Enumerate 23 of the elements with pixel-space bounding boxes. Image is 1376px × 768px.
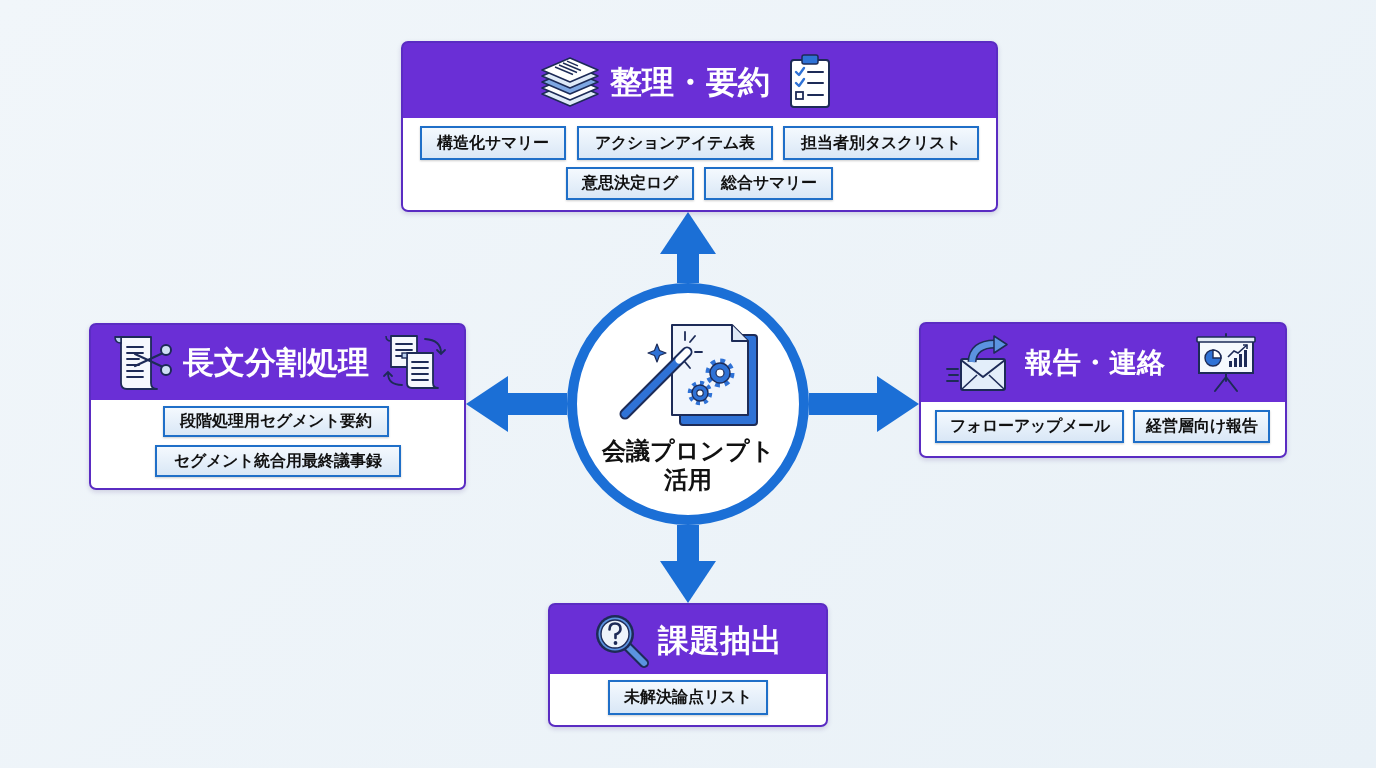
panel-heading: 整理・要約	[610, 66, 770, 98]
item-chip: 構造化サマリー	[420, 126, 566, 160]
item-chip: 意思決定ログ	[566, 167, 694, 200]
block-arrow	[466, 376, 567, 432]
item-chip: セグメント統合用最終議事録	[155, 445, 401, 477]
panel-heading: 長文分割処理	[183, 347, 369, 378]
item-chip: 経営層向け報告	[1133, 410, 1270, 443]
block-arrow	[809, 376, 919, 432]
item-chip: アクションアイテム表	[577, 126, 773, 160]
item-chip: フォローアップメール	[935, 410, 1124, 443]
block-arrow	[660, 525, 716, 603]
panel-heading: 課題抽出	[658, 625, 782, 656]
item-chip: 未解決論点リスト	[608, 680, 768, 715]
category-panel	[919, 322, 1287, 458]
item-chip: 段階処理用セグメント要約	[163, 406, 389, 437]
category-panel	[401, 41, 998, 212]
panel-heading: 報告・連絡	[1025, 349, 1165, 377]
block-arrow	[660, 212, 716, 283]
item-chip: 総合サマリー	[704, 167, 833, 200]
category-panel	[89, 323, 466, 490]
item-chip: 担当者別タスクリスト	[783, 126, 979, 160]
hub-label: 会議プロンプト活用	[600, 437, 776, 495]
category-panel	[548, 603, 828, 727]
